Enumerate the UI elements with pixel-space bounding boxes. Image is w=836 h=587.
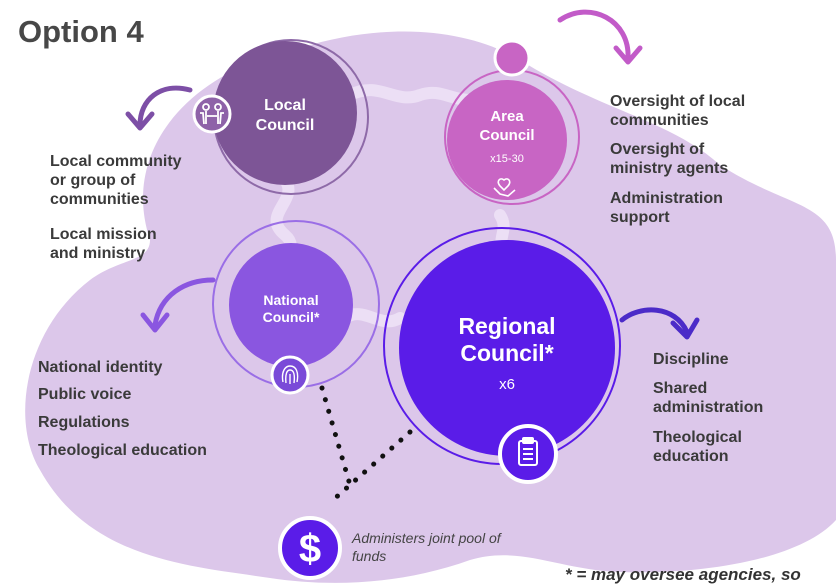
area-council-label-line2: Council [479,127,535,144]
national-role-3: Regulations [38,414,130,431]
regional-role-3-line1: Theological [653,429,742,446]
fingerprint-icon [281,365,299,384]
regional-council-label-line2: Council* [460,340,554,366]
funds-note-line2: funds [352,548,387,564]
area-role-1-line1: Oversight of local [610,93,746,110]
area-role-1-line2: communities [610,112,709,129]
national-role-4: Theological education [38,442,207,459]
arrow-local-roles [125,85,193,131]
connector-local-area [344,84,476,106]
national-role-1: National identity [38,359,163,376]
local-role-1-line1: Local community [50,153,182,170]
regional-role-2-line1: Shared [653,380,708,397]
arrow-area-roles [557,9,643,65]
regional-council-label-line1: Regional [458,313,556,339]
national-council-label-line2: Council* [262,309,320,325]
area-role-3-line2: support [610,209,670,226]
area-council-top-dot [493,39,531,77]
connector-national-regional [339,308,406,328]
regional-role-1-line1: Discipline [653,351,729,368]
funds-note-line1: Administers joint pool of [352,530,501,546]
regional-council-count: x6 [499,376,515,393]
local-role-1-line3: communities [50,191,149,208]
local-council-label-line1: Local [264,97,306,114]
people-icon [200,103,224,125]
page-title: Option 4 [18,14,144,49]
area-role-2-line2: ministry agents [610,160,729,177]
footer-note: * = may oversee agencies, so [565,565,801,584]
handshake-heart-icon [493,178,516,197]
dollar-icon: $ [299,527,321,571]
area-role-3-line1: Administration [610,190,723,207]
regional-council-circle [399,240,615,456]
regional-role-3-line2: education [653,448,729,465]
national-council-label-line1: National [263,292,319,308]
area-role-2-line1: Oversight of [610,141,705,158]
local-role-2-line1: Local mission [50,226,157,243]
clipboard-icon [518,437,538,466]
local-role-2-line2: and ministry [50,245,146,262]
local-council-icon-badge [192,94,232,134]
area-council-label-line1: Area [490,108,524,125]
funds-badge [278,516,342,580]
local-role-1-line2: or group of [50,172,136,189]
area-council-count: x15-30 [490,153,524,165]
area-council-circle [447,80,567,200]
local-council-circle [213,41,357,185]
national-role-2: Public voice [38,386,132,403]
arrow-regional-roles [619,307,700,340]
regional-role-2-line2: administration [653,399,764,416]
dotted-line-regional-funds [330,429,413,503]
arrow-national-roles [140,277,216,333]
national-council-circle [229,243,353,367]
local-council-label-line2: Council [255,117,315,134]
dotted-line-national-funds [319,385,353,488]
